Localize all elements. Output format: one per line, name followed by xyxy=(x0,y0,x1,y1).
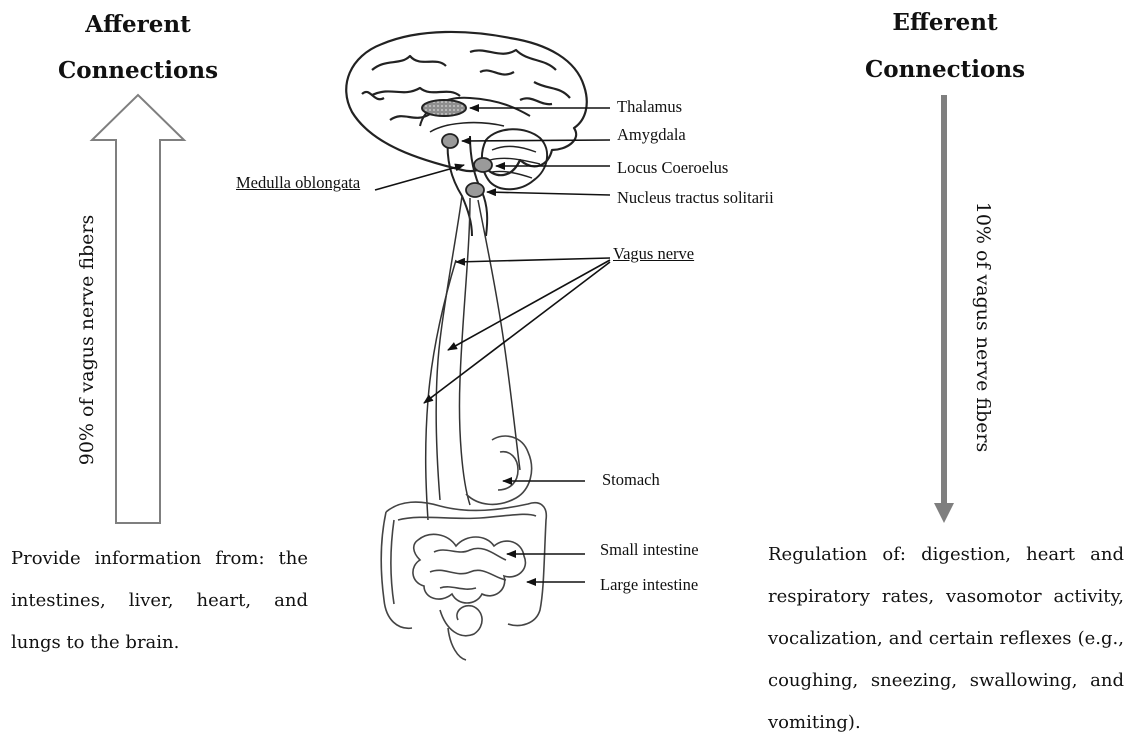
label-amygdala: Amygdala xyxy=(617,125,686,145)
label-locus-coeroelus: Locus Coeroelus xyxy=(617,158,728,178)
afferent-heading-line1: Afferent xyxy=(23,2,253,48)
label-small-intestine: Small intestine xyxy=(600,540,699,560)
label-medulla-oblongata: Medulla oblongata xyxy=(236,173,360,193)
afferent-arrow-label: 90% of vagus nerve fibers xyxy=(76,215,98,466)
efferent-description: Regulation of: digestion, heart and resp… xyxy=(768,534,1124,736)
label-large-intestine: Large intestine xyxy=(600,575,698,595)
afferent-arrow xyxy=(92,95,184,523)
label-vagus-nerve: Vagus nerve xyxy=(613,244,694,264)
efferent-arrow-label: 10% of vagus nerve fibers xyxy=(972,202,994,453)
pointer-arrows xyxy=(375,108,610,582)
vagus-nerve-fibers xyxy=(426,196,520,520)
nucleus-tractus-solitarii-shape xyxy=(466,183,484,197)
label-thalamus: Thalamus xyxy=(617,97,682,117)
label-nucleus-tractus-solitarii: Nucleus tractus solitarii xyxy=(617,188,774,208)
thalamus-shape xyxy=(422,100,466,116)
label-stomach: Stomach xyxy=(602,470,660,490)
locus-coeroelus-shape xyxy=(474,158,492,172)
efferent-arrow xyxy=(934,95,954,523)
efferent-heading-line2: Connections xyxy=(830,47,1060,93)
afferent-description: Provide information from: the intestines… xyxy=(11,538,308,664)
amygdala-shape xyxy=(442,134,458,148)
brain-illustration xyxy=(346,32,587,236)
efferent-heading-line1: Efferent xyxy=(830,0,1060,46)
afferent-heading-line2: Connections xyxy=(23,48,253,94)
